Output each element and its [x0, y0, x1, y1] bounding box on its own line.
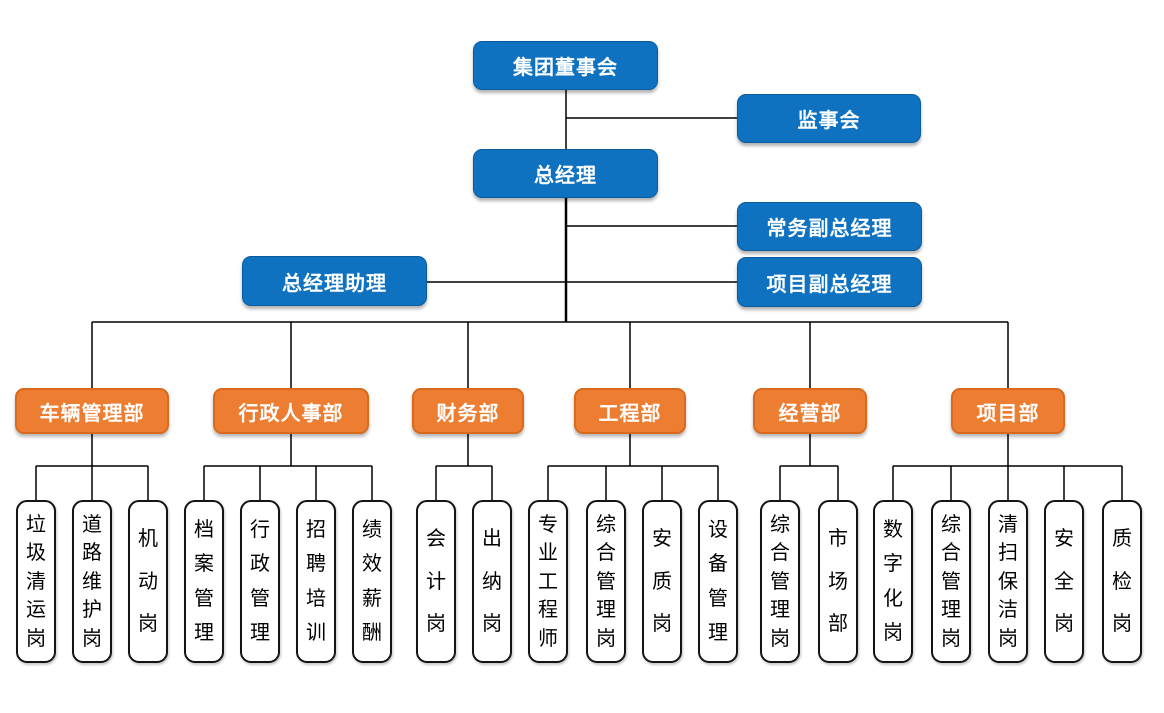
position-box-cashier: 出纳岗 — [472, 500, 512, 663]
dept-engineering: 工程部 — [574, 388, 686, 434]
position-box-administration: 行政管理 — [240, 500, 280, 663]
dept-admin-hr: 行政人事部 — [213, 388, 369, 434]
position-box-general-mgmt-prj: 综合管理岗 — [931, 500, 971, 663]
position-box-general-mgmt-ops: 综合管理岗 — [760, 500, 800, 663]
position-box-safety: 安全岗 — [1044, 500, 1084, 663]
position-box-safety-quality: 安质岗 — [642, 500, 682, 663]
dept-vehicle-management: 车辆管理部 — [15, 388, 169, 434]
position-box-recruit-training: 招聘培训 — [296, 500, 336, 663]
position-box-general-mgmt-eng: 综合管理岗 — [586, 500, 626, 663]
position-box-performance-pay: 绩效薪酬 — [352, 500, 392, 663]
position-box-road-maintenance: 道路维护岗 — [72, 500, 112, 663]
position-box-digitalization: 数字化岗 — [873, 500, 913, 663]
position-box-garbage-removal: 垃圾清运岗 — [16, 500, 56, 663]
dept-project: 项目部 — [951, 388, 1065, 434]
position-box-quality-check: 质检岗 — [1102, 500, 1142, 663]
position-box-market: 市场部 — [818, 500, 858, 663]
org-node-supervisory-board: 监事会 — [737, 94, 921, 143]
dept-finance: 财务部 — [412, 388, 524, 434]
dept-operations: 经营部 — [753, 388, 867, 434]
position-box-equipment-mgmt: 设备管理 — [698, 500, 738, 663]
org-node-board-of-directors: 集团董事会 — [473, 41, 658, 90]
org-node-general-manager: 总经理 — [473, 149, 658, 198]
position-box-archives: 档案管理 — [184, 500, 224, 663]
org-node-executive-deputy-gm: 常务副总经理 — [737, 202, 922, 251]
position-box-accounting: 会计岗 — [416, 500, 456, 663]
position-box-cleaning: 清扫保洁岗 — [988, 500, 1028, 663]
org-node-project-deputy-gm: 项目副总经理 — [737, 257, 922, 307]
org-node-gm-assistant: 总经理助理 — [242, 256, 427, 306]
position-box-professional-engineer: 专业工程师 — [528, 500, 568, 663]
position-box-mobile: 机动岗 — [128, 500, 168, 663]
